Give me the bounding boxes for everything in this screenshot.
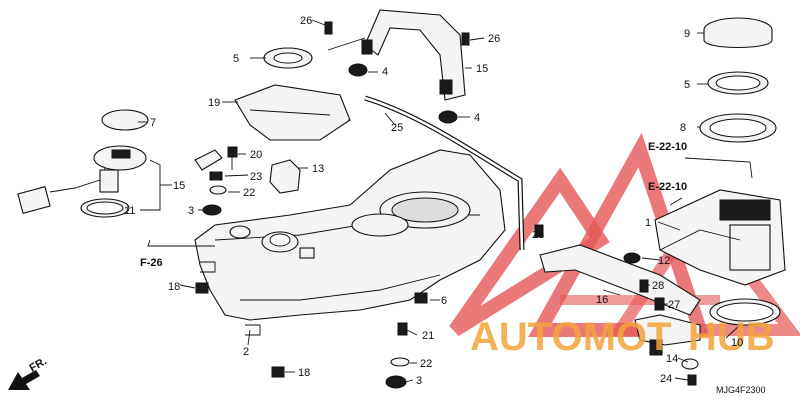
- label-22a: 22: [243, 187, 255, 199]
- section-refs: E-22-10 E-22-10 F-26: [140, 141, 687, 269]
- front-marker: FR.: [8, 355, 49, 390]
- label-16: 15: [476, 63, 488, 75]
- label-11: 11: [124, 205, 135, 217]
- label-19: 19: [208, 97, 220, 109]
- watermark-text: AUTOMOT HUB: [470, 315, 775, 359]
- leader-lines: [138, 19, 753, 383]
- label-24: 24: [660, 373, 672, 385]
- tank-bracket: [361, 9, 466, 101]
- lock-ring-20: [263, 47, 313, 69]
- pump-rings: [699, 17, 777, 143]
- label-12: 12: [658, 255, 670, 267]
- label-26a: 26: [300, 15, 312, 27]
- label-14: 14: [666, 353, 678, 365]
- label-23: 23: [250, 171, 262, 183]
- label-1: 1: [645, 217, 651, 229]
- label-21b: 21: [422, 330, 434, 342]
- label-27: 27: [668, 299, 680, 311]
- label-3b: 3: [416, 375, 422, 387]
- watermark-text-b: HUB: [688, 315, 775, 359]
- label-6: 6: [441, 295, 447, 307]
- label-7: 7: [150, 117, 156, 129]
- ref-f-26: F-26: [140, 257, 163, 269]
- part-labels: 26 26 5 4 15 4 19 25 7 15 11 20 13 23 22…: [124, 15, 743, 387]
- watermark-text-a: AUTOMOT: [470, 315, 671, 359]
- drawing-code: MJG4F2300: [716, 385, 766, 395]
- label-18b: 18: [298, 367, 310, 379]
- label-22b: 22: [420, 358, 432, 370]
- fuel-sender-assembly: [17, 109, 149, 218]
- label-28a: 28: [532, 229, 544, 241]
- ref-e-22-10-b: E-22-10: [648, 181, 687, 193]
- ref-e-22-10-a: E-22-10: [648, 141, 687, 153]
- label-5: 5: [684, 79, 690, 91]
- label-13: 13: [312, 163, 324, 175]
- label-17: 16: [596, 294, 608, 306]
- fuel-pump: [654, 189, 786, 326]
- pump-cover: [234, 84, 351, 141]
- label-21a: 20: [250, 149, 262, 161]
- label-4a: 4: [382, 66, 388, 78]
- front-label: FR.: [28, 355, 49, 374]
- front-arrow-icon: [8, 370, 40, 390]
- label-18a: 18: [168, 281, 180, 293]
- label-3a: 3: [188, 205, 194, 217]
- label-28b: 28: [652, 280, 664, 292]
- label-8: 8: [680, 122, 686, 134]
- label-2: 2: [243, 346, 249, 358]
- label-15: 15: [173, 180, 185, 192]
- label-9: 9: [684, 28, 690, 40]
- label-26b: 26: [488, 33, 500, 45]
- label-20: 5: [233, 53, 239, 65]
- label-25: 25: [391, 122, 403, 134]
- label-10: 10: [731, 337, 743, 349]
- label-4b: 4: [474, 112, 480, 124]
- small-hardware: [194, 21, 544, 389]
- fuel-tank: [194, 149, 506, 336]
